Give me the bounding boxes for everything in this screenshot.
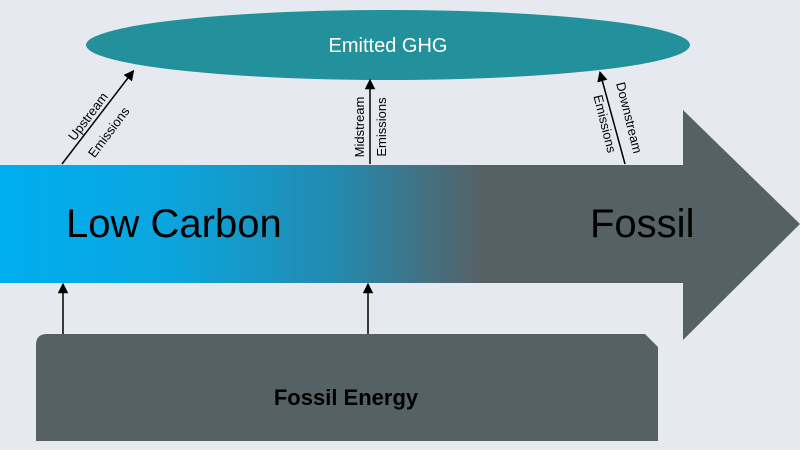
downstream-emissions-arrow: [597, 70, 626, 165]
fossil-energy-box: [36, 334, 658, 441]
downstream-label-line2: Emissions: [591, 93, 620, 155]
low-carbon-to-fossil-arrow: [0, 110, 800, 340]
emitted-ghg-label: Emitted GHG: [329, 35, 448, 57]
emitted-ghg-ellipse: [86, 10, 690, 80]
fossil-energy-label: Fossil Energy: [274, 385, 419, 410]
low-carbon-label: Low Carbon: [66, 202, 282, 246]
fossil-label: Fossil: [590, 202, 694, 246]
midstream-label-line1: Midstream: [352, 97, 367, 158]
upstream-emissions-arrow: [61, 69, 135, 165]
midstream-label-line2: Emissions: [374, 97, 389, 157]
